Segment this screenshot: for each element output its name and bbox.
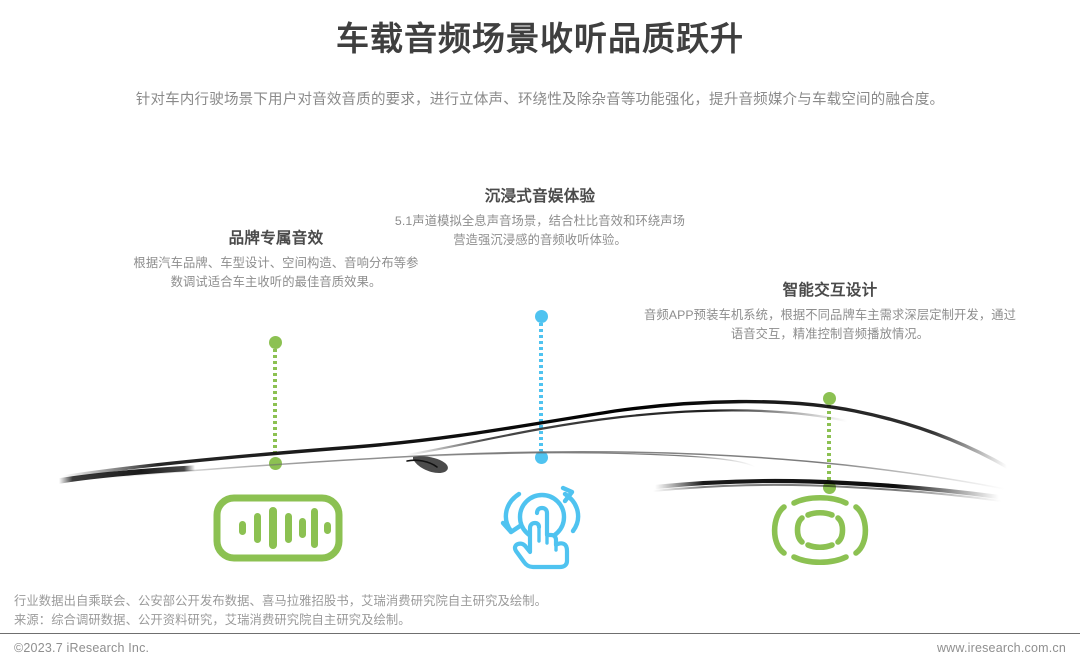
connector-dashes	[273, 349, 277, 457]
connector-dot-top	[822, 392, 836, 405]
source-notes: 行业数据出自乘联会、公安部公开发布数据、喜马拉雅招股书，艾瑞消费研究院自主研究及…	[14, 592, 1014, 630]
connector-dashes	[827, 405, 831, 481]
callout-body: 音频APP预装车机系统，根据不同品牌车主需求深层定制开发，通过语音交互，精准控制…	[643, 308, 1017, 341]
audio-waveform-icon	[213, 494, 343, 562]
callout-title: 智能交互设计	[782, 282, 878, 299]
voice-waves-icon	[771, 494, 869, 566]
callout-brand-audio: 品牌专属音效 根据汽车品牌、车型设计、空间构造、音响分布等参数调试适合车主收听的…	[128, 228, 424, 292]
page-title: 车载音频场景收听品质跃升	[336, 20, 744, 57]
footer-divider	[0, 633, 1080, 634]
car-silhouette-illustration	[56, 399, 1009, 502]
page-subtitle: 针对车内行驶场景下用户对音效音质的要求，进行立体声、环绕性及除杂音等功能强化，提…	[135, 92, 945, 108]
connector-line-immersive-experience	[534, 310, 548, 464]
callout-body: 5.1声道模拟全息声音场景，结合杜比音效和环绕声场营造强沉浸感的音频收听体验。	[394, 214, 686, 247]
footer-url[interactable]: www.iresearch.com.cn	[936, 641, 1066, 655]
connector-dashes	[539, 323, 543, 451]
callout-smart-interaction: 智能交互设计 音频APP预装车机系统，根据不同品牌车主需求深层定制开发，通过语音…	[640, 280, 1020, 344]
callout-title: 品牌专属音效	[228, 230, 324, 247]
callout-body: 根据汽车品牌、车型设计、空间构造、音响分布等参数调试适合车主收听的最佳音质效果。	[133, 256, 419, 289]
source-line-source: 来源：综合调研数据、公开资料研究，艾瑞消费研究院自主研究及绘制。	[14, 613, 411, 627]
footer-bar: ©2023.7 iResearch Inc. www.iresearch.com…	[0, 634, 1080, 662]
connector-line-brand-audio	[268, 336, 282, 470]
source-line-industry-data: 行业数据出自乘联会、公安部公开发布数据、喜马拉雅招股书，艾瑞消费研究院自主研究及…	[14, 594, 548, 608]
connector-dot-top	[268, 336, 282, 349]
callout-immersive-experience: 沉浸式音娱体验 5.1声道模拟全息声音场景，结合杜比音效和环绕声场营造强沉浸感的…	[392, 186, 688, 250]
callout-title: 沉浸式音娱体验	[484, 188, 596, 205]
connector-dot-top	[534, 310, 548, 323]
connector-dot-bottom	[268, 457, 282, 470]
connector-dot-bottom	[534, 451, 548, 464]
touch-rotate-icon	[500, 485, 581, 570]
footer-copyright: ©2023.7 iResearch Inc.	[14, 641, 150, 655]
